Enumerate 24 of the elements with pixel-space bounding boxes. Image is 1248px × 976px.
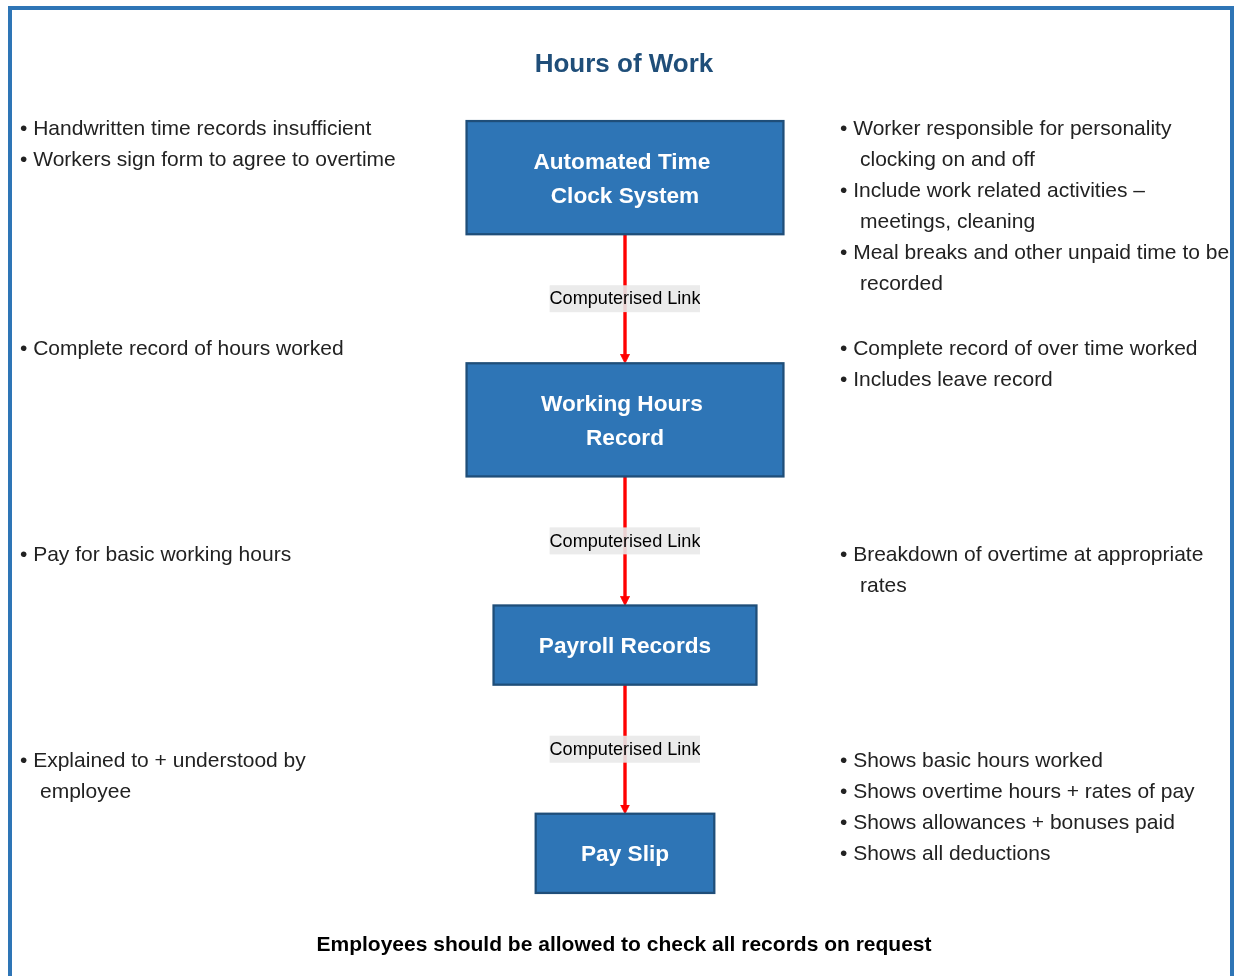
bullet-note: • Include work related activities – meetings, cleaning bbox=[840, 177, 1146, 234]
bullet-note: • Handwritten time records insufficient bbox=[20, 115, 373, 141]
bullet-note: • Complete record of over time worked bbox=[840, 335, 1199, 361]
edge-label: Computerised Link bbox=[549, 530, 701, 551]
bullet-note: • Meal breaks and other unpaid time to be recorded bbox=[840, 239, 1230, 296]
bullet-note: • Shows basic hours worked bbox=[840, 747, 1104, 773]
bullet-note: • Shows overtime hours + rates of pay bbox=[840, 778, 1196, 804]
bullet-note: • Shows allowances + bonuses paid bbox=[840, 809, 1176, 835]
edge-label: Computerised Link bbox=[549, 288, 701, 308]
caption: Employees should be allowed to check all records on request bbox=[316, 932, 932, 956]
node-box: Payroll Records bbox=[492, 604, 758, 686]
bullet-note: • Worker responsible for personality clocking on and off bbox=[840, 115, 1173, 172]
diagram-title: Hours of Work bbox=[534, 48, 714, 79]
node-box: Automated Time Clock System bbox=[465, 119, 785, 236]
bullet-note: • Complete record of hours worked bbox=[20, 335, 345, 361]
bullet-note: • Explained to + understood by employee bbox=[20, 747, 307, 804]
bullet-note: • Pay for basic working hours bbox=[20, 541, 293, 567]
bullet-note: • Includes leave record bbox=[840, 366, 1054, 392]
node-box: Working Hours Record bbox=[465, 362, 785, 478]
edge-label: Computerised Link bbox=[549, 739, 701, 759]
node-box: Pay Slip bbox=[534, 812, 716, 895]
bullet-note: • Workers sign form to agree to overtime bbox=[20, 146, 397, 172]
bullet-note: • Shows all deductions bbox=[840, 840, 1052, 866]
bullet-note: • Breakdown of overtime at appropriate rates bbox=[840, 541, 1205, 598]
